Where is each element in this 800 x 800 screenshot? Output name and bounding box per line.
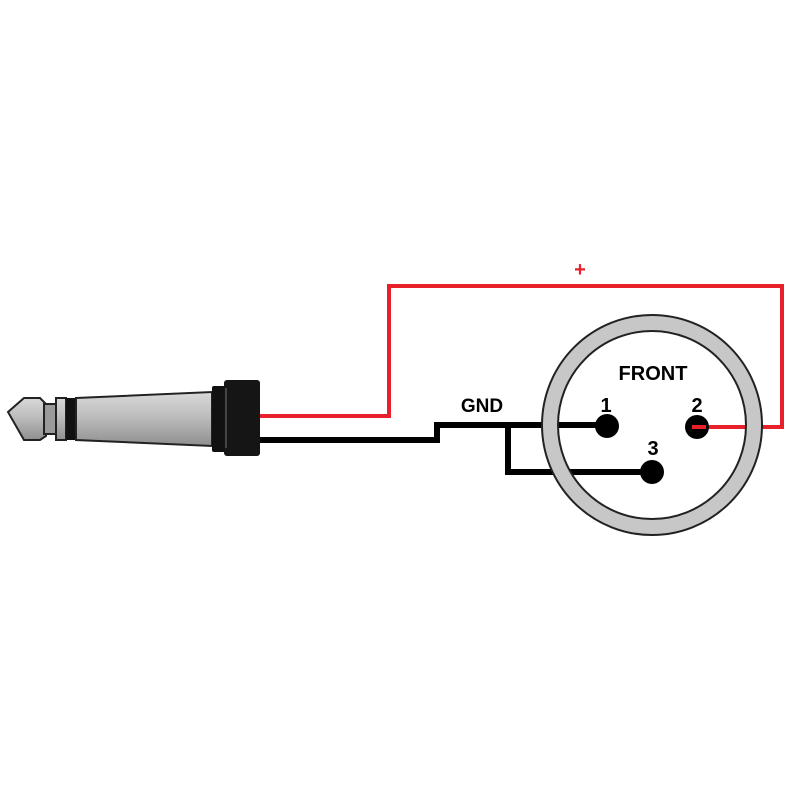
plus-label: +: [574, 259, 586, 281]
front-label: FRONT: [619, 363, 688, 385]
pin-3-dot: [640, 460, 664, 484]
xlr-connector-icon: [542, 315, 762, 535]
trs-plug-icon: [6, 380, 260, 456]
plug-insulator: [66, 398, 76, 440]
plug-tip: [6, 397, 47, 441]
plug-body: [224, 380, 260, 456]
pin-1-dot: [595, 414, 619, 438]
pin-1-label: 1: [600, 395, 611, 417]
pin-2-label: 2: [691, 395, 702, 417]
plug-sleeve: [75, 390, 213, 448]
pin-3-label: 3: [647, 438, 658, 460]
plug-collar: [212, 386, 226, 452]
ground-jumper: [505, 425, 652, 475]
gnd-label: GND: [461, 396, 503, 417]
positive-wire: [260, 284, 784, 429]
plug-ring: [55, 397, 67, 441]
ground-wire: [260, 422, 607, 443]
